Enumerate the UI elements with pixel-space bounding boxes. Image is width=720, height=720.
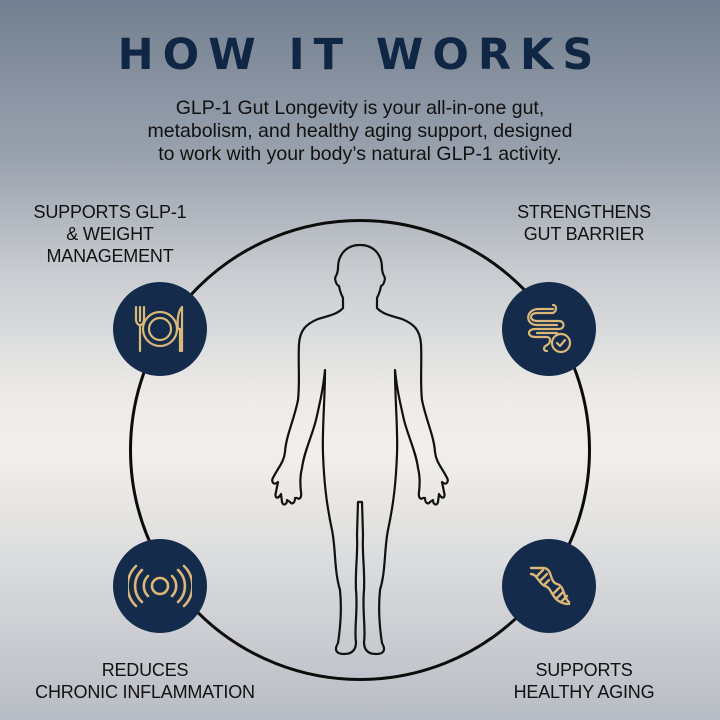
subtitle-line: GLP-1 Gut Longevity is your all-in-one g…: [175, 97, 545, 119]
label-line: MANAGEMENT: [46, 246, 174, 266]
label-line: & WEIGHT: [66, 224, 154, 244]
intestine-check-icon: [527, 303, 572, 354]
feature-badge-inflammation: [113, 539, 207, 633]
label-line: SUPPORTS: [535, 660, 633, 680]
page-title: HOW IT WORKS: [117, 30, 603, 80]
feature-badge-gut: [502, 282, 596, 376]
subtitle-line: metabolism, and healthy aging support, d…: [147, 120, 573, 142]
label-line: HEALTHY AGING: [513, 682, 655, 702]
subtitle-line: to work with your body’s natural GLP-1 a…: [158, 143, 562, 165]
feature-badge-weight: [113, 282, 207, 376]
label-line: STRENGTHENS: [517, 202, 651, 222]
label-line: GUT BARRIER: [523, 224, 645, 244]
feature-badge-aging: [502, 539, 596, 633]
body-ring: [129, 219, 591, 681]
label-line: REDUCES: [101, 660, 189, 680]
label-line: CHRONIC INFLAMMATION: [35, 682, 255, 702]
plate-fork-knife-icon: [134, 305, 184, 353]
feature-label-aging: SUPPORTS HEALTHY AGING: [484, 659, 684, 703]
feature-label-gut: STRENGTHENS GUT BARRIER: [484, 201, 684, 245]
human-body-outline-icon: [271, 243, 449, 656]
radiating-rings-icon: [128, 564, 192, 608]
label-line: SUPPORTS GLP-1: [33, 202, 187, 222]
page-subtitle: GLP-1 Gut Longevity is your all-in-one g…: [0, 97, 720, 166]
feature-label-weight: SUPPORTS GLP-1 & WEIGHT MANAGEMENT: [10, 201, 210, 267]
feature-label-inflammation: REDUCES CHRONIC INFLAMMATION: [0, 659, 290, 703]
dna-helix-icon: [529, 566, 571, 606]
